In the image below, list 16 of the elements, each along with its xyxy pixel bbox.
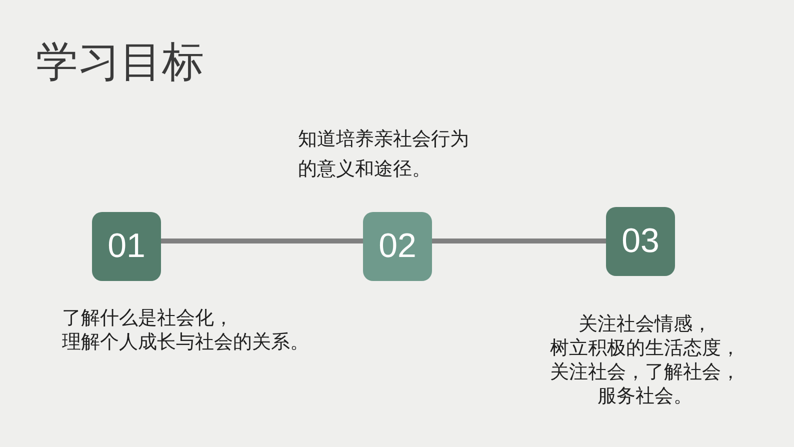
goal-text: 关注社会情感， bbox=[578, 312, 712, 336]
step-number: 01 bbox=[108, 227, 146, 266]
goal-text: 服务社会。 bbox=[596, 384, 694, 408]
connector-line bbox=[161, 238, 363, 244]
step-number: 03 bbox=[622, 222, 660, 261]
goal-text: 理解个人成长与社会的关系。 bbox=[62, 330, 310, 354]
step-number: 02 bbox=[378, 227, 416, 266]
title: 学习目标 bbox=[36, 36, 204, 88]
goal-text: 关注社会，了解社会， bbox=[549, 360, 741, 384]
number-box bbox=[363, 212, 432, 281]
number-box bbox=[92, 212, 161, 281]
goal-text: 了解什么是社会化， bbox=[62, 306, 234, 330]
number-box bbox=[606, 207, 675, 276]
goal-text: 知道培养亲社会行为的意义和途径。 bbox=[298, 127, 470, 182]
connector-line bbox=[432, 238, 606, 244]
goal-text: 树立积极的生活态度， bbox=[549, 336, 741, 360]
